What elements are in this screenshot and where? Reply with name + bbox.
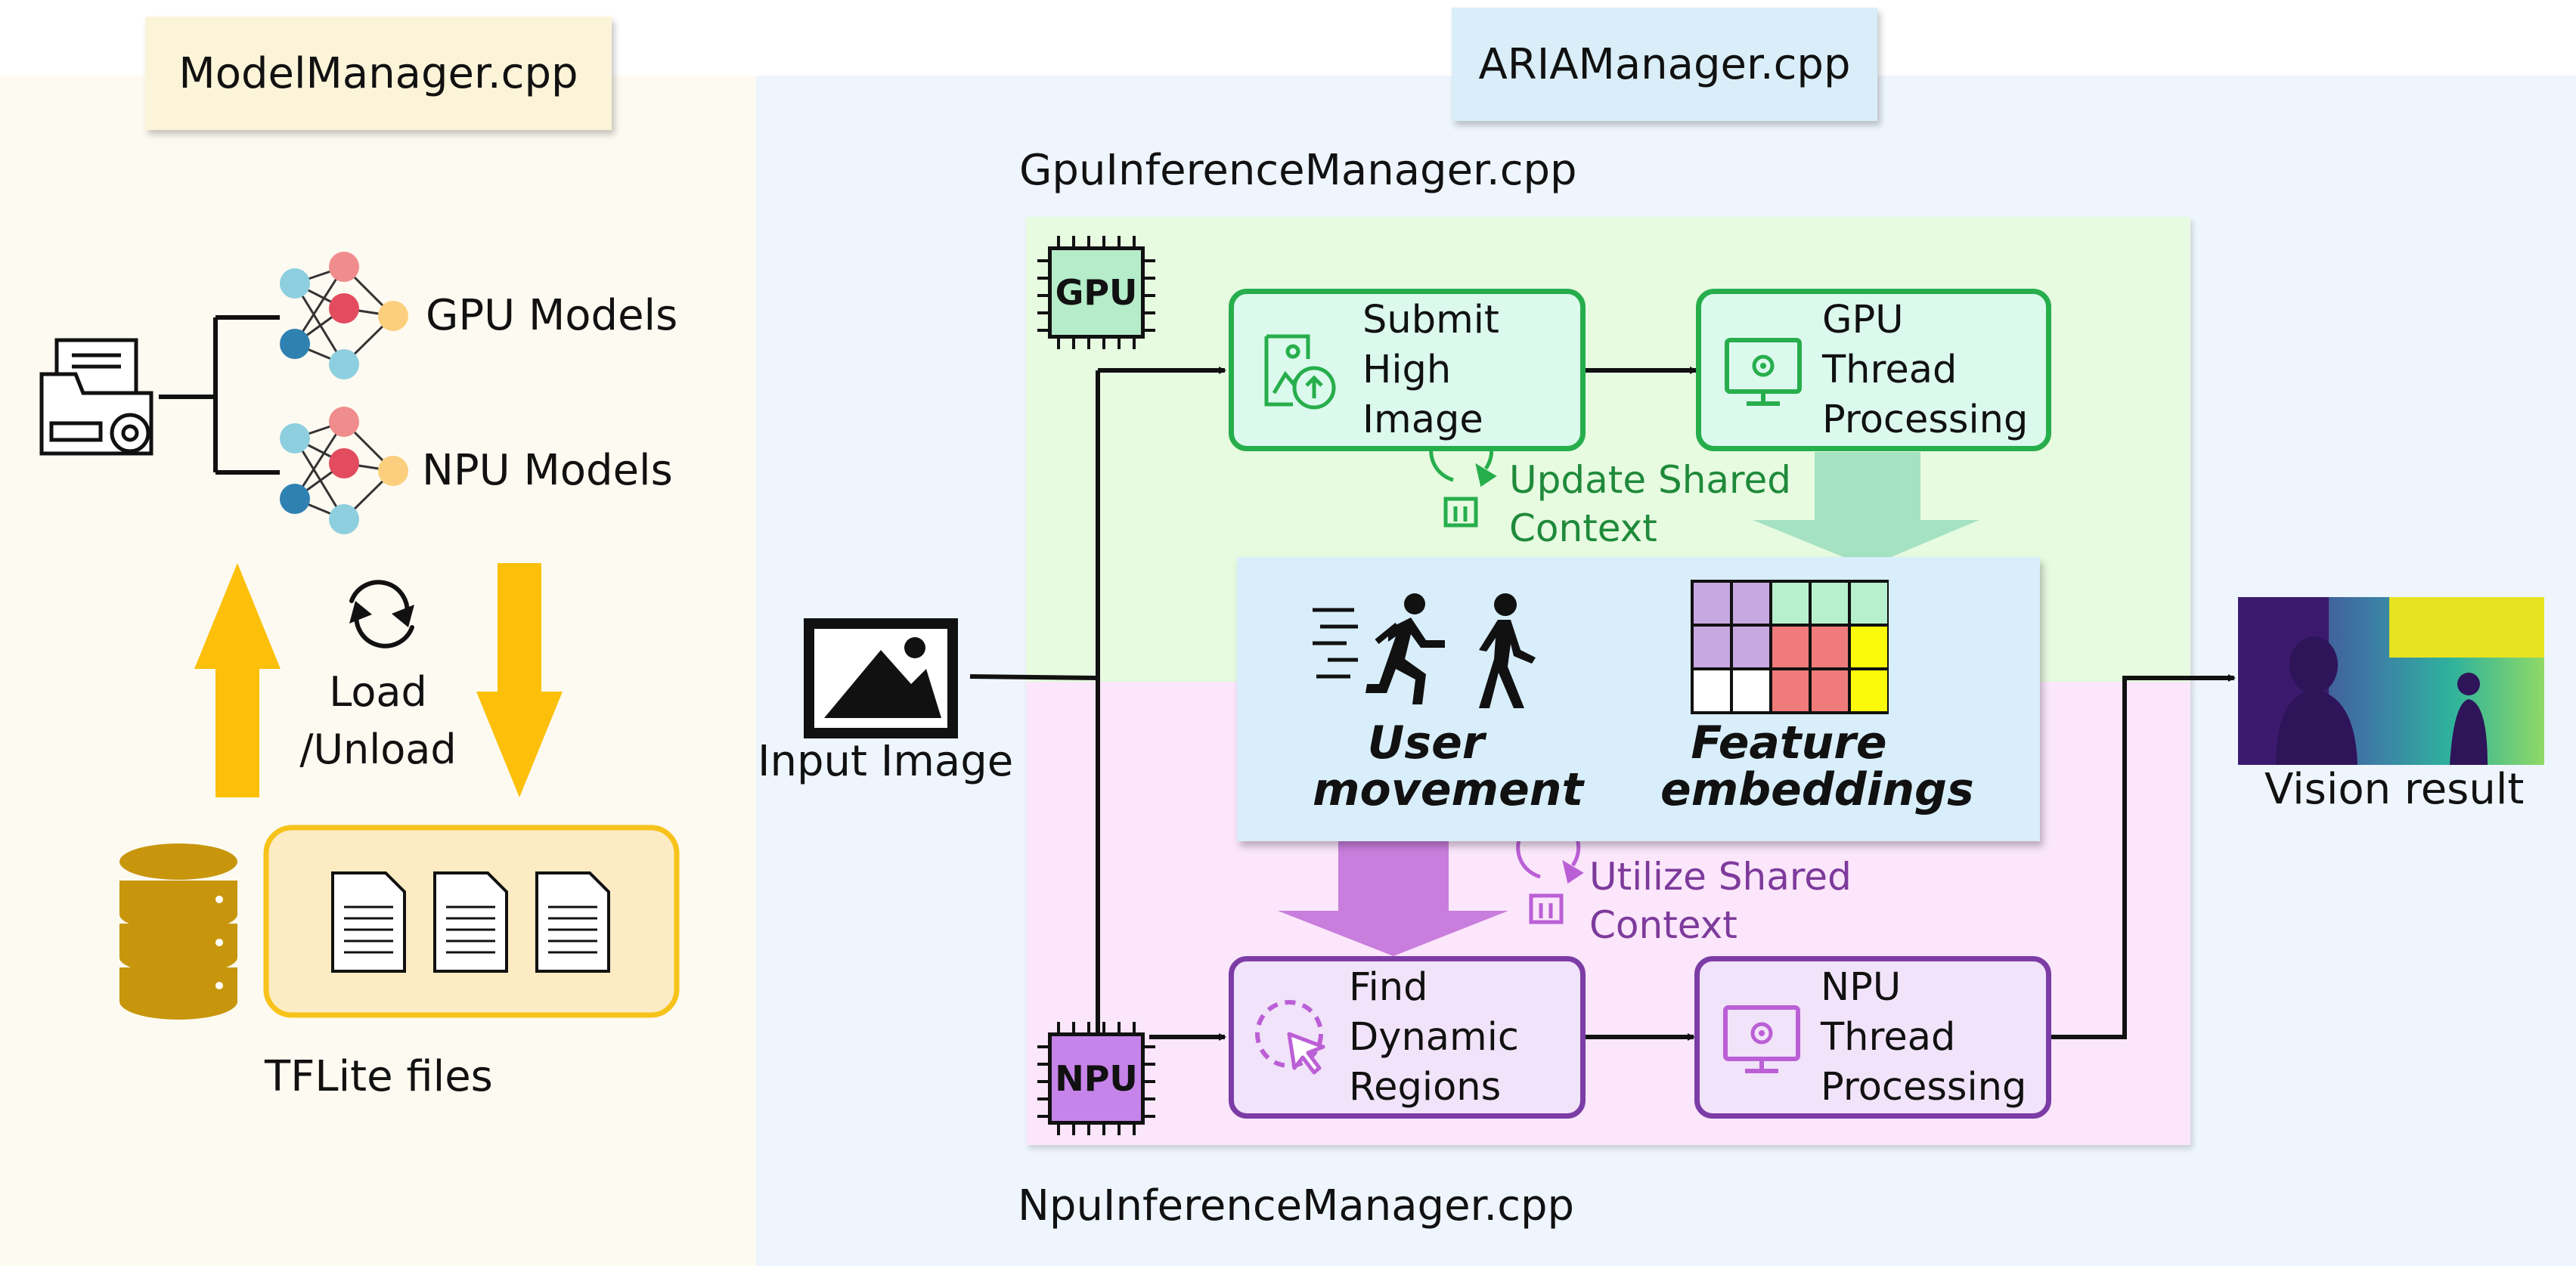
feature-grid-cell bbox=[1730, 580, 1772, 627]
load-unload-label: Load /Unload bbox=[299, 668, 457, 773]
gpu-network-icon bbox=[280, 252, 408, 379]
find-dynamic-regions-text: Find Dynamic Regions bbox=[1349, 964, 1519, 1110]
npu-monitor-icon bbox=[1723, 1004, 1800, 1073]
feature-grid-cell bbox=[1848, 667, 1889, 714]
npu-thread-box: NPU Thread Processing bbox=[1694, 956, 2051, 1119]
npu-manager-label: NpuInferenceManager.cpp bbox=[1018, 1181, 1575, 1230]
user-movement-label: User movement bbox=[1313, 717, 1584, 816]
feature-grid-cell bbox=[1769, 624, 1812, 670]
walking-person-icon bbox=[1479, 593, 1536, 708]
model-manager-panel bbox=[0, 76, 756, 1266]
cursor-selection-icon bbox=[1255, 999, 1325, 1074]
gpu-models-label: GPU Models bbox=[426, 291, 678, 340]
feature-grid-cell bbox=[1809, 580, 1851, 627]
refresh-icon bbox=[349, 580, 414, 648]
feature-grid-cell bbox=[1769, 580, 1812, 627]
aria-manager-title: ARIAManager.cpp bbox=[1452, 8, 1877, 121]
find-dynamic-regions-box: Find Dynamic Regions bbox=[1229, 956, 1586, 1119]
feature-grid-cell bbox=[1730, 667, 1772, 714]
feature-grid-cell bbox=[1769, 667, 1812, 714]
update-context-label: Update Shared Context bbox=[1509, 458, 1791, 550]
submit-high-image-text: Submit High Image bbox=[1362, 297, 1499, 442]
model-config-icon bbox=[39, 338, 153, 456]
gpu-chip: GPU bbox=[1048, 246, 1145, 339]
tflite-files-label: TFLite files bbox=[265, 1052, 493, 1101]
vision-result-image bbox=[2238, 597, 2544, 765]
vision-result-label: Vision result bbox=[2264, 765, 2525, 814]
gpu-manager-label: GpuInferenceManager.cpp bbox=[1019, 146, 1577, 195]
npu-network-icon bbox=[280, 407, 408, 534]
feature-grid-cell bbox=[1691, 624, 1733, 670]
image-upload-icon bbox=[1264, 334, 1336, 409]
database-icon bbox=[119, 843, 237, 1020]
update-context-arrow bbox=[1753, 452, 1979, 567]
tflite-document-icons bbox=[331, 871, 610, 973]
model-manager-title: ModelManager.cpp bbox=[145, 17, 612, 130]
gpu-thread-text: GPU Thread Processing bbox=[1822, 297, 2029, 442]
feature-grid bbox=[1691, 580, 1889, 714]
feature-embeddings-label: Feature embeddings bbox=[1660, 717, 1974, 816]
utilize-context-label: Utilize Shared Context bbox=[1589, 855, 1852, 947]
feature-grid-cell bbox=[1848, 580, 1889, 627]
npu-chip-pins bbox=[1037, 1022, 1155, 1135]
utilize-context-arrow bbox=[1278, 839, 1508, 956]
feature-grid-cell bbox=[1691, 580, 1733, 627]
input-image-icon bbox=[804, 618, 958, 738]
submit-high-image-box: Submit High Image bbox=[1229, 289, 1586, 451]
input-image-label: Input Image bbox=[758, 737, 1014, 786]
running-person-icon bbox=[1313, 593, 1445, 704]
feature-grid-cell bbox=[1848, 624, 1889, 670]
feature-grid-cell bbox=[1730, 624, 1772, 670]
unload-arrow-down bbox=[476, 563, 563, 797]
shared-context-box: User movement Feature embeddings bbox=[1237, 557, 2040, 841]
feature-grid-cell bbox=[1691, 667, 1733, 714]
gpu-monitor-icon bbox=[1725, 337, 1802, 406]
npu-models-label: NPU Models bbox=[422, 446, 673, 495]
gpu-thread-box: GPU Thread Processing bbox=[1696, 289, 2051, 451]
feature-grid-cell bbox=[1809, 624, 1851, 670]
npu-chip: NPU bbox=[1048, 1032, 1145, 1125]
npu-thread-text: NPU Thread Processing bbox=[1821, 964, 2027, 1110]
flow-lines bbox=[969, 367, 2236, 1041]
model-tree-connector bbox=[159, 315, 280, 475]
feature-grid-cell bbox=[1809, 667, 1851, 714]
load-arrow-up bbox=[194, 563, 281, 797]
gpu-chip-pins bbox=[1037, 236, 1155, 349]
